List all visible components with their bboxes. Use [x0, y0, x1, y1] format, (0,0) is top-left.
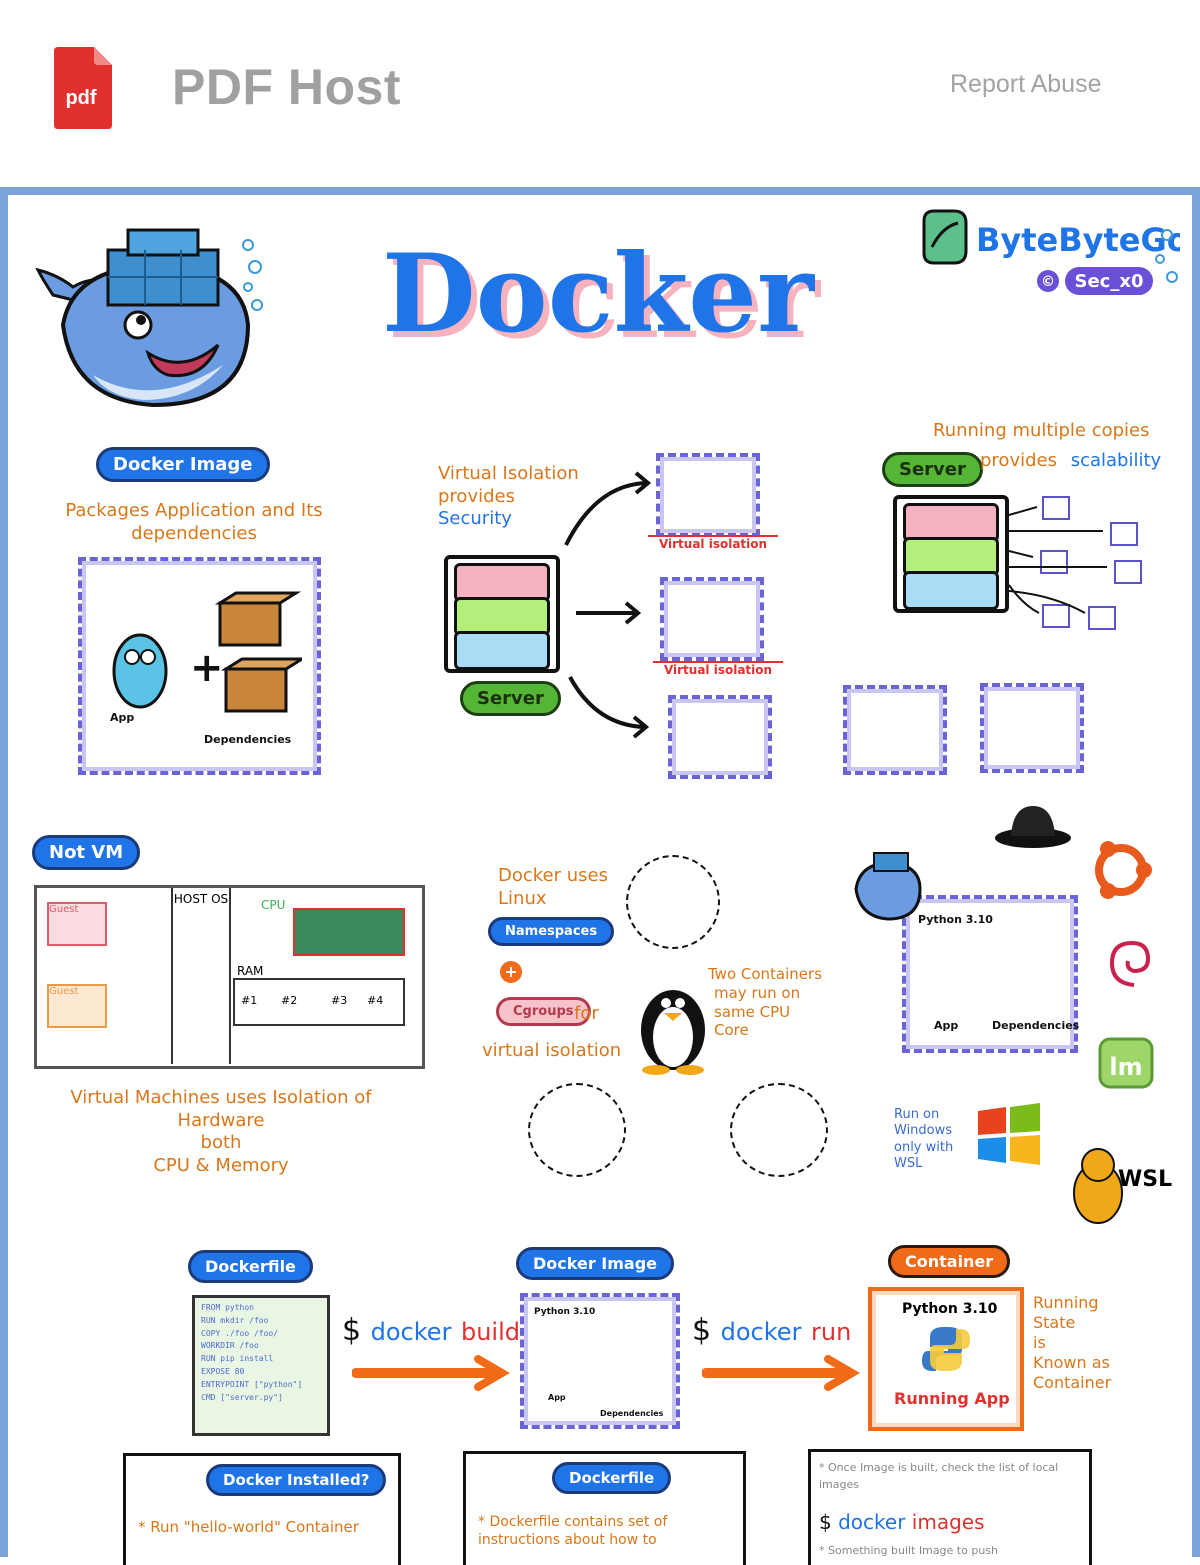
card2-text: * Dockerfile contains set of instruction…	[478, 1514, 668, 1548]
docker-run-command: $ docker run	[692, 1313, 852, 1348]
docker-whale-small-icon	[848, 845, 928, 925]
python-box-2	[980, 683, 1084, 773]
ram-block: #1 #2 #3 #4	[233, 978, 405, 1026]
badge-namespaces: Namespaces	[488, 917, 615, 946]
flow-image-box: Python 3.10 App Dependencies	[520, 1293, 680, 1429]
svg-text:ByteByteGo: ByteByteGo	[976, 221, 1180, 259]
svg-text:+: +	[190, 645, 224, 691]
wsl-penguin-icon	[1068, 1145, 1128, 1225]
svg-text:Docker: Docker	[382, 231, 816, 355]
docker-whale-icon	[33, 225, 273, 415]
image-caption: Packages Application and Its dependencie…	[65, 500, 323, 544]
svg-text:lm: lm	[1109, 1053, 1142, 1081]
badge-not-vm: Not VM	[32, 835, 141, 870]
container-circle-1	[626, 855, 720, 949]
host-os: HOST OS	[171, 888, 231, 1064]
mint-icon: lm	[1098, 1035, 1154, 1091]
card-docker-installed: Docker Installed? * Run "hello-world" Co…	[123, 1453, 401, 1565]
pdf-logo-icon[interactable]: pdf	[50, 47, 112, 129]
tux-penguin-icon	[641, 990, 705, 1075]
badge-docker-installed: Docker Installed?	[206, 1464, 387, 1496]
ubuntu-icon	[1086, 835, 1156, 905]
container-box-2	[660, 577, 764, 661]
scalability-caption-2: provides scalability	[980, 450, 1162, 471]
isolation-label-1: Virtual isolation	[648, 535, 778, 551]
gopher-app-icon: +	[112, 633, 224, 709]
debian-icon	[1104, 935, 1154, 995]
arrows-icon	[564, 471, 652, 739]
badge-dockerfile: Dockerfile	[188, 1250, 313, 1283]
badge-docker-image-flow: Docker Image	[516, 1247, 675, 1280]
docker-images-command: $ docker images	[819, 1510, 985, 1534]
scale-arrows-icon	[1008, 496, 1142, 630]
dependency-boxes-icon	[214, 591, 302, 713]
os-python-box: Python 3.10 App Dependencies	[902, 895, 1079, 1053]
image-box: + App Dependencies	[78, 557, 321, 775]
card-docker-images: * Once Image is built, check the list of…	[808, 1449, 1092, 1565]
card3-more: * Something built Image to push	[819, 1544, 999, 1557]
docker-build-command: $ docker build	[342, 1313, 520, 1348]
vm-diagram: Guest Guest HOST OS CPU RAM #1 #2 #3 #4	[34, 885, 425, 1069]
windows-logo-icon	[974, 1103, 1044, 1169]
cpu-label: CPU	[261, 898, 286, 912]
dependencies-label: Dependencies	[204, 733, 292, 746]
container-box: Python 3.10 Running App	[868, 1287, 1024, 1431]
site-header: pdf PDF Host Report Abuse	[0, 0, 1200, 180]
infographic-title: Docker Docker	[380, 225, 880, 363]
report-abuse-link[interactable]: Report Abuse	[950, 70, 1102, 98]
badge-server-security: Server	[460, 681, 561, 716]
container-box-1	[656, 453, 760, 537]
for-text: for	[574, 1003, 599, 1024]
badge-cgroups: Cgroups	[496, 997, 591, 1026]
isolation-text: virtual isolation	[482, 1040, 622, 1061]
site-brand[interactable]: PDF Host	[172, 59, 401, 115]
svg-text:pdf: pdf	[65, 87, 96, 109]
two-containers-note: Two Containers may run on same CPU Core	[708, 965, 823, 1040]
container-circle-3	[730, 1083, 828, 1177]
scalability-caption: Running multiple copies	[933, 420, 1150, 441]
container-circle-2	[528, 1083, 626, 1177]
container-box-3	[668, 695, 772, 779]
ram-label: RAM	[237, 964, 264, 978]
card3-note: * Once Image is built, check the list of…	[819, 1461, 1059, 1491]
card-dockerfile: Dockerfile * Dockerfile contains set of …	[463, 1451, 746, 1565]
dockerfile-doc: FROM python RUN mkdir /foo COPY ./foo /f…	[192, 1295, 330, 1436]
badge-docker-image: Docker Image	[96, 447, 270, 482]
vm-caption: Virtual Machines uses Isolation of Hardw…	[70, 1087, 372, 1176]
app-label: App	[110, 711, 135, 724]
isolation-label-2: Virtual isolation	[653, 661, 783, 677]
guest-vm-2: Guest	[47, 984, 107, 1028]
bytebytego-logo: ByteByteGo © Sec_x0	[920, 207, 1189, 307]
badge-dockerfile-card: Dockerfile	[552, 1462, 672, 1494]
python-icon	[922, 1327, 970, 1371]
wsl-label: WSL	[1118, 1167, 1173, 1192]
svg-text:Sec_x0: Sec_x0	[1075, 271, 1144, 292]
build-arrow-icon	[352, 1355, 510, 1391]
windows-note: Run on Windows only with WSL	[894, 1107, 954, 1171]
linux-caption: Docker uses Linux	[498, 865, 608, 909]
cpu-block	[293, 908, 405, 956]
svg-text:©: ©	[1041, 274, 1055, 290]
run-arrow-icon	[702, 1355, 860, 1391]
security-caption: Virtual Isolation provides Security	[438, 463, 579, 529]
guest-vm-1: Guest	[47, 902, 107, 946]
state-note: Running State is Known as Container	[1033, 1293, 1112, 1392]
svg-text:Docker: Docker	[388, 237, 822, 355]
badge-server-scalability: Server	[882, 452, 983, 487]
server-icon-2	[893, 495, 1009, 613]
badge-container: Container	[888, 1245, 1011, 1278]
redhat-hat-icon	[993, 800, 1073, 850]
plus-icon: +	[500, 961, 522, 983]
pdf-viewer[interactable]: Docker Docker ByteByteGo © Sec_x0 Docker…	[0, 187, 1200, 1565]
python-box-1	[843, 685, 947, 775]
server-icon	[444, 555, 560, 673]
pdf-page: Docker Docker ByteByteGo © Sec_x0 Docker…	[8, 195, 1192, 1565]
card1-text: * Run "hello-world" Container	[138, 1518, 359, 1536]
